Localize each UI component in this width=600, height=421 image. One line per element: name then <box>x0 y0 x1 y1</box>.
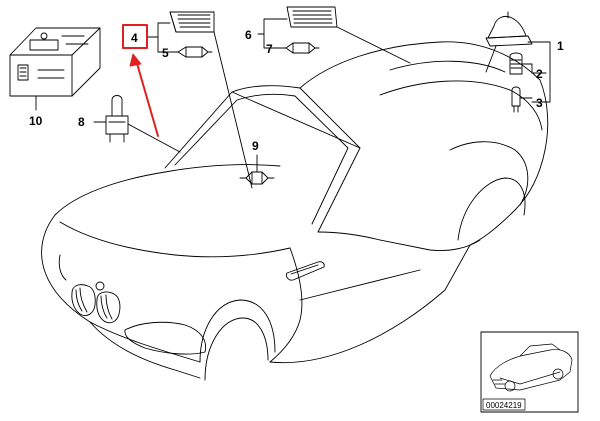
wedge-bulb-icon <box>105 95 129 143</box>
courtesy-light-housing-icon <box>169 11 215 33</box>
callout-6: 6 <box>245 28 252 42</box>
leader-6-car <box>336 26 411 64</box>
leader-8-car <box>127 123 181 153</box>
side-marker-light-icon <box>286 261 325 281</box>
callout-5: 5 <box>162 46 169 60</box>
convertible-car-icon <box>41 41 549 381</box>
glove-box-light-icon <box>9 27 101 97</box>
callout-2: 2 <box>536 67 543 81</box>
callout-3: 3 <box>536 96 543 110</box>
callout-numbers: 1 2 3 4 5 6 7 8 9 10 00024219 <box>29 28 564 410</box>
callout-1: 1 <box>557 39 564 53</box>
callout-10: 10 <box>29 114 43 128</box>
inset-thumbnail <box>480 331 579 413</box>
leader-1-car <box>485 45 497 73</box>
callout-4: 4 <box>131 31 138 45</box>
callout-7: 7 <box>266 42 273 56</box>
callout-8: 8 <box>78 115 85 129</box>
leader-4-car <box>213 31 253 189</box>
festoon-bulb-icon <box>173 46 213 58</box>
highlight-arrow-icon <box>129 53 159 137</box>
kidney-grille-icon <box>71 281 121 324</box>
sedan-thumbnail-icon <box>489 343 573 392</box>
interior-bulb-icon <box>239 171 275 185</box>
festoon-bulb-icon <box>281 42 320 54</box>
trunk-light-unit-icon <box>286 6 338 28</box>
callout-leaders <box>93 18 551 123</box>
highlight-box <box>122 24 148 49</box>
side-marker-assembly-icon <box>485 11 533 113</box>
diagram-ref-number: 00024219 <box>486 401 522 410</box>
callout-9: 9 <box>252 139 259 153</box>
